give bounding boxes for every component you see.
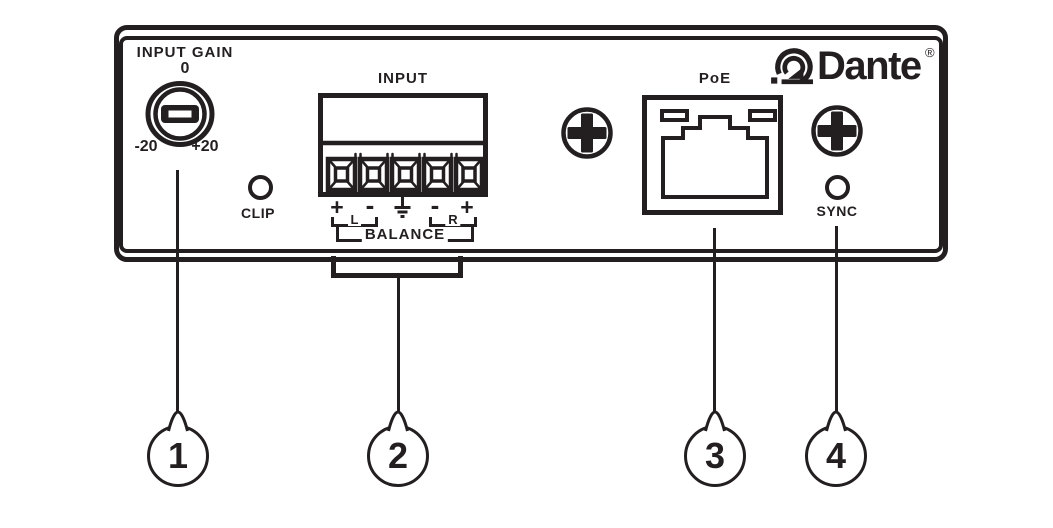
dante-logo-icon <box>771 48 813 85</box>
callout-line-2 <box>397 276 400 414</box>
callout-number: 3 <box>704 435 726 476</box>
callout-balloon-4: 4 <box>803 407 869 489</box>
registered-trademark: ® <box>925 45 935 60</box>
callout-number: 1 <box>167 435 189 476</box>
gain-max-label: +20 <box>191 138 219 155</box>
balance-label: BALANCE <box>361 227 449 242</box>
terminal-plus-left-label: + <box>330 194 344 220</box>
input-label: INPUT <box>378 70 428 87</box>
callout-number: 4 <box>825 435 847 476</box>
terminal-minus-right-label: - <box>430 190 440 220</box>
terminal-block-icon <box>318 93 488 197</box>
panel-face <box>119 36 943 253</box>
sync-led-icon <box>825 175 850 200</box>
ground-icon <box>394 197 411 218</box>
callout-line-4 <box>835 226 838 414</box>
rj45-socket-icon <box>661 115 769 199</box>
port-led-right-icon <box>748 109 777 122</box>
callout-line-3 <box>713 228 716 414</box>
terminal-minus-left-label: - <box>365 190 375 220</box>
clip-label: CLIP <box>241 205 275 221</box>
dante-logo-text: Dante <box>817 44 922 88</box>
clip-led-icon <box>248 175 273 200</box>
callout-balloon-1: 1 <box>145 407 211 489</box>
right-channel-bracket: R <box>429 213 477 227</box>
poe-label: PoE <box>698 70 732 87</box>
callout-balloon-3: 3 <box>682 407 748 489</box>
screw-icon <box>561 107 613 159</box>
gain-min-label: -20 <box>134 138 158 155</box>
left-channel-bracket: L <box>331 213 378 227</box>
callout-line-1 <box>176 170 179 414</box>
device-chassis <box>114 25 948 262</box>
right-channel-label: R <box>445 213 461 226</box>
screw-icon <box>811 105 863 157</box>
callout-number: 2 <box>387 435 409 476</box>
sync-label: SYNC <box>816 203 858 219</box>
terminal-plus-right-label: + <box>460 194 474 220</box>
balance-bracket: BALANCE <box>336 226 474 242</box>
input-gain-label: INPUT GAIN <box>136 44 234 61</box>
callout-balloon-2: 2 <box>365 407 431 489</box>
left-channel-label: L <box>347 213 362 226</box>
terminal-screws <box>325 152 485 196</box>
port-led-left-icon <box>660 109 689 122</box>
gain-zero-label: 0 <box>180 60 190 77</box>
gain-knob-icon <box>145 81 215 147</box>
